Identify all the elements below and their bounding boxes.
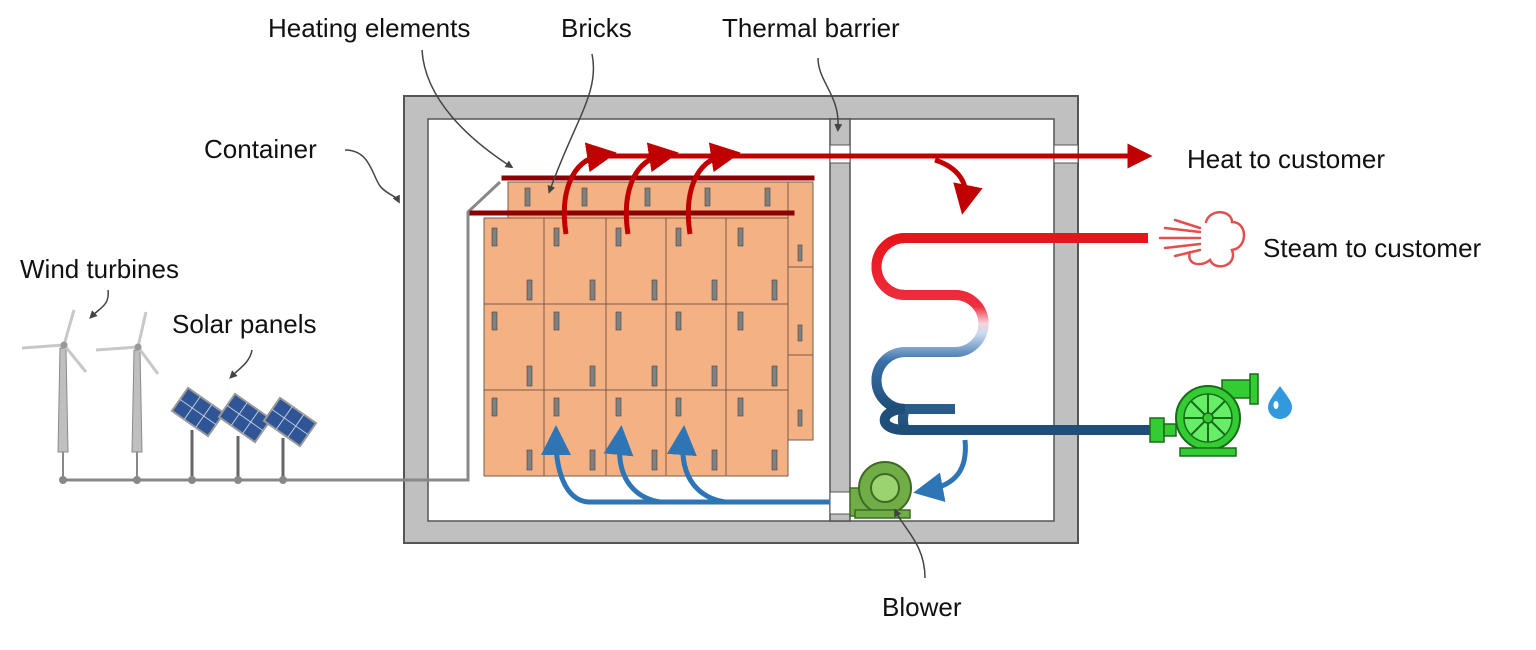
leader-lines — [89, 49, 926, 579]
steam-cloud-icon — [1158, 211, 1246, 268]
label-blower: Blower — [882, 592, 962, 622]
label-bricks: Bricks — [561, 13, 632, 43]
label-thermal-barrier: Thermal barrier — [722, 13, 900, 43]
label-container: Container — [204, 134, 317, 164]
pump-icon — [1149, 373, 1259, 457]
heating-elements — [469, 175, 815, 216]
cold-air-flow — [541, 425, 968, 505]
solar-panel-icon — [170, 386, 226, 484]
heat-output-arrow — [590, 143, 1153, 215]
power-line — [62, 180, 502, 482]
label-heating-elements: Heating elements — [268, 13, 470, 43]
solar-panel-icon — [217, 392, 273, 484]
label-steam-to-customer: Steam to customer — [1263, 233, 1482, 263]
label-solar-panels: Solar panels — [172, 309, 317, 339]
label-heat-to-customer: Heat to customer — [1187, 144, 1385, 174]
heat-exchanger-coil — [871, 233, 1150, 435]
labels: Heating elements Bricks Thermal barrier … — [20, 13, 1482, 622]
water-drop-icon — [1268, 386, 1292, 419]
wind-turbine-icon — [21, 309, 88, 484]
label-wind-turbines: Wind turbines — [20, 254, 179, 284]
brick-stack — [483, 181, 814, 477]
solar-panel-icon — [262, 396, 318, 484]
wind-turbine-icon — [95, 311, 160, 484]
blower-icon — [849, 461, 912, 519]
